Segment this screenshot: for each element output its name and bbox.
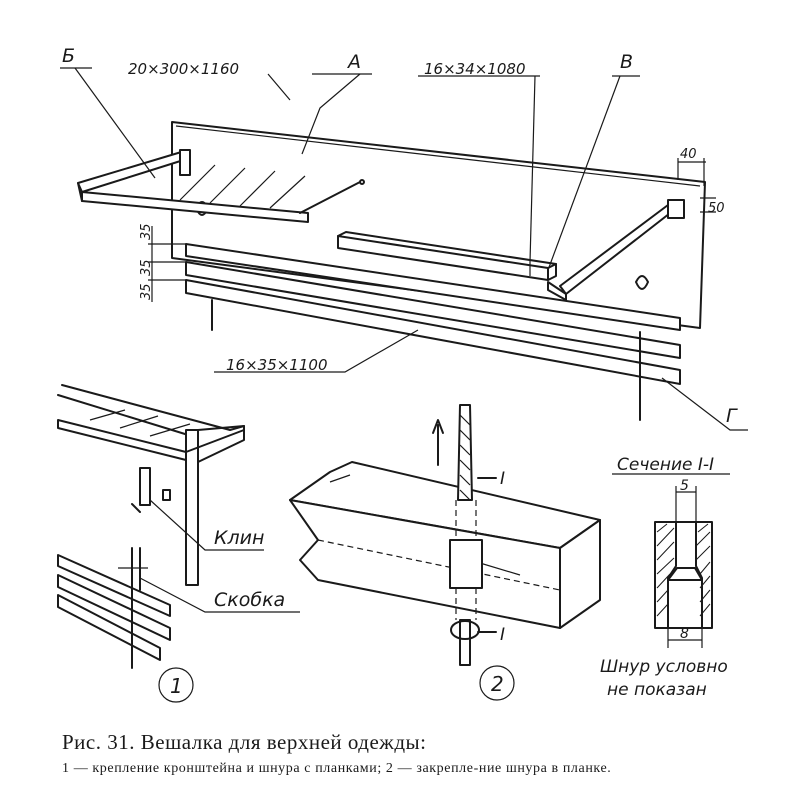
wedge <box>139 467 151 506</box>
leader-b <box>74 67 156 179</box>
leader-klin <box>149 499 264 551</box>
hanger-technical-drawing: Б 20×300×1160 А 16×34×1080 В 40 50 35 35… <box>57 45 748 703</box>
label-sec-8: 8 <box>680 626 689 642</box>
label-40: 40 <box>680 147 697 162</box>
section-title: Сечение I-I <box>617 455 714 475</box>
label-klin: Клин <box>214 527 264 549</box>
note-line1: Шнур условно <box>600 657 728 677</box>
section-mark-top: I <box>500 469 505 489</box>
detail-1: Клин Скобка 1 <box>57 384 300 703</box>
bracket-b <box>77 149 365 223</box>
caption-body: 1 — крепление кронштейна и шнура с планк… <box>62 761 612 776</box>
bracket-right <box>547 199 685 301</box>
leader-rail <box>529 75 536 263</box>
slats-g <box>185 243 681 421</box>
note-line2: не показан <box>607 680 707 700</box>
detail-2: I I 2 <box>289 404 601 701</box>
caption-title: Рис. 31. Вешалка для верхней одежды: <box>62 730 427 754</box>
figure-caption: Рис. 31. Вешалка для верхней одежды: 1 —… <box>62 730 762 776</box>
mounting-hole-right <box>635 275 649 290</box>
marker-1: 1 <box>170 674 183 698</box>
label-rail-dim: 16×34×1080 <box>424 60 525 78</box>
label-v: В <box>620 51 633 73</box>
leader-skobka <box>139 577 300 613</box>
section-mark-bottom: I <box>500 625 505 645</box>
label-board-dim: 20×300×1160 <box>128 60 239 78</box>
leader-g <box>661 377 748 431</box>
rail-v <box>337 231 557 281</box>
label-a: А <box>346 51 361 73</box>
marker-1-circle <box>158 667 194 703</box>
label-50: 50 <box>708 201 725 216</box>
label-35-mid: 35 <box>139 259 154 276</box>
marker-2-circle <box>479 665 515 701</box>
leader-v <box>547 75 621 271</box>
marker-2: 2 <box>491 672 504 696</box>
leader-slats <box>214 329 419 373</box>
label-skobka: Скобка <box>214 589 285 611</box>
label-g: Г <box>726 405 738 427</box>
section-detail: Сечение I-I 5 8 Шнур условно не показан <box>600 455 730 700</box>
label-slats-dim: 16×35×1100 <box>226 356 327 374</box>
leader-a <box>301 73 361 155</box>
label-b: Б <box>62 45 75 67</box>
leader-board-dim <box>267 73 291 101</box>
label-35-bot: 35 <box>139 283 154 300</box>
main-assembly: Б 20×300×1160 А 16×34×1080 В 40 50 35 35… <box>60 45 748 431</box>
label-35-top: 35 <box>139 223 154 240</box>
label-sec-5: 5 <box>680 478 689 494</box>
